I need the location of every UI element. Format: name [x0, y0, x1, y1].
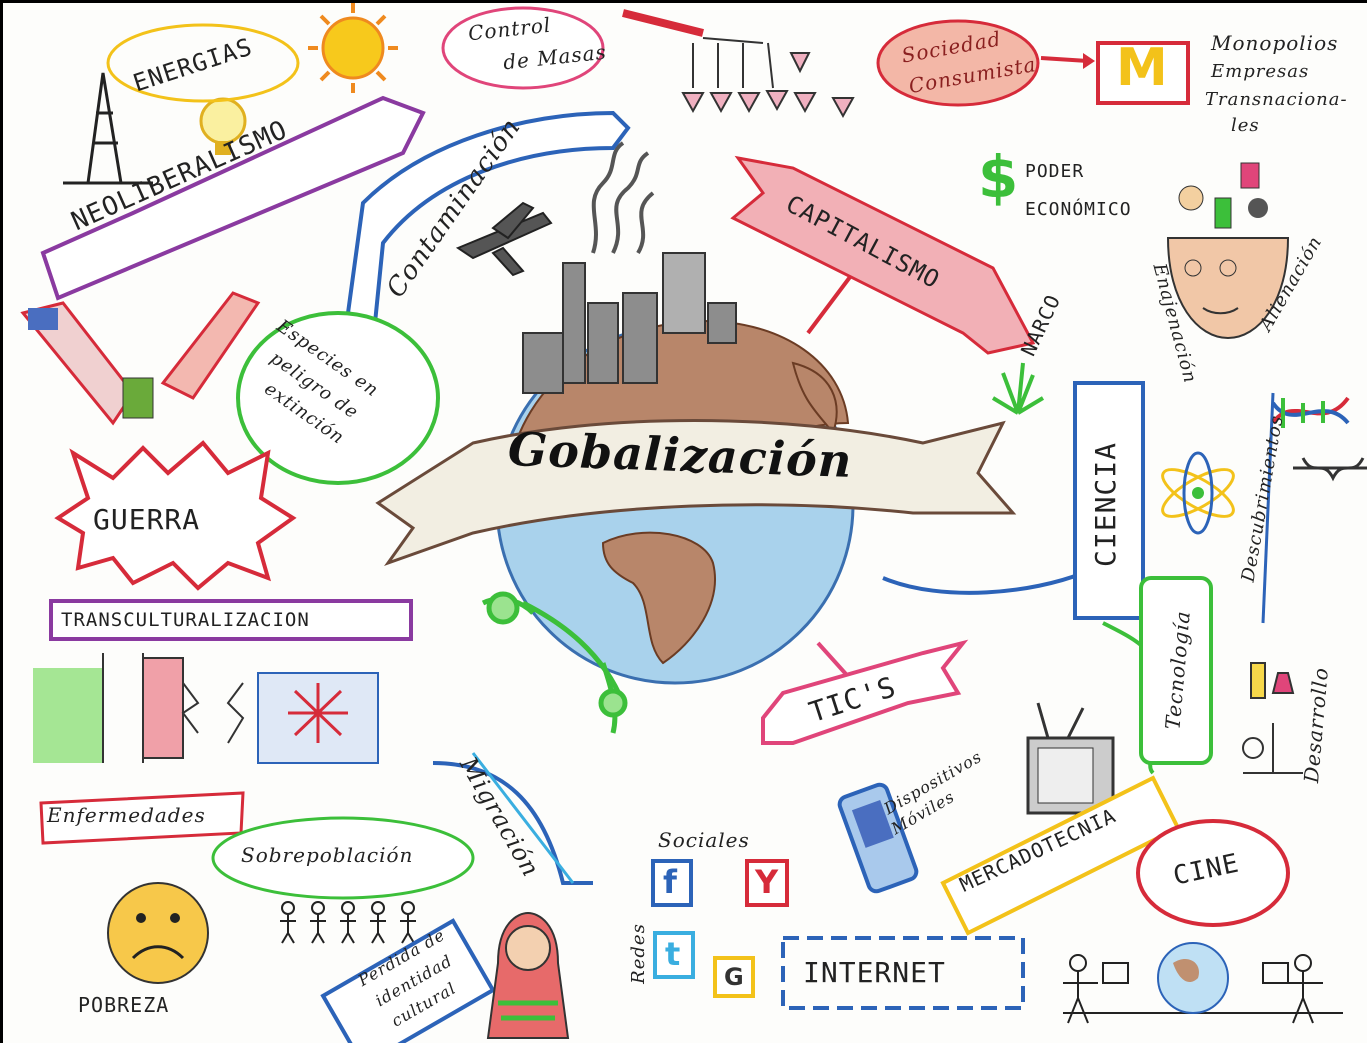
city-skyline-icon [522, 252, 737, 394]
people-icon [280, 901, 416, 944]
girl-icon [486, 911, 570, 1039]
alienated-head-icon [1166, 162, 1290, 340]
especies-cloud [236, 311, 440, 485]
monopolios-line4: les [1231, 115, 1260, 136]
twitter-icon: t [665, 935, 682, 973]
caduceus-icon [1293, 457, 1367, 482]
mobile-phone-icon [837, 782, 919, 894]
capitalismo-ribbon [730, 155, 1036, 355]
cine-cloud [1136, 819, 1290, 927]
sun-icon [308, 3, 398, 93]
m-logo-box [1096, 41, 1190, 105]
energias-cloud [106, 23, 300, 103]
dna-icon [1261, 392, 1350, 624]
monopolios-line1: Monopolios [1211, 31, 1339, 55]
neoliberalismo-ribbon [40, 95, 426, 301]
monopolios-line3: Transnaciona- [1205, 89, 1348, 110]
handshake-flag-icon [20, 291, 261, 426]
dollar-icon: $ [978, 143, 1020, 211]
internet-users-icon [1063, 954, 1343, 1024]
internet-label: INTERNET [803, 956, 946, 989]
flags-faces-icon [33, 653, 379, 764]
guerra-label: GUERRA [93, 503, 201, 536]
tv-icon [1026, 702, 1115, 815]
airplane-icon [455, 201, 553, 277]
perdida-box [320, 918, 496, 1043]
tecnologia-box [1139, 576, 1213, 765]
smoke-icon [591, 141, 655, 255]
m-logo: M [1116, 38, 1169, 98]
ciencia-label: CIENCIA [1089, 441, 1123, 568]
enfermedades-label: Enfermedades [47, 803, 206, 827]
social-icons [651, 859, 789, 998]
sociales-label: Sociales [658, 828, 750, 852]
sad-face-icon [107, 882, 209, 984]
transculturalizacion-label: TRANSCULTURALIZACION [61, 609, 310, 631]
control-masas-cloud [441, 6, 605, 90]
monopolios-line2: Empresas [1211, 61, 1310, 82]
guerra-explosion [54, 440, 297, 591]
facebook-icon: f [663, 863, 678, 901]
tics-ribbon [761, 639, 969, 745]
poder-line2: ECONÓMICO [1025, 199, 1132, 220]
contaminacion-ribbon [345, 110, 631, 326]
google-icon: G [724, 963, 745, 991]
atom-icon [1161, 451, 1235, 535]
redes-label: Redes [627, 923, 649, 984]
internet-box [781, 936, 1025, 1010]
puppets-icon [622, 9, 855, 119]
transculturalizacion-box [49, 599, 413, 641]
lab-icon [1242, 662, 1303, 774]
ciencia-box [1073, 381, 1145, 620]
youtube-icon: Y [755, 863, 780, 901]
plant-icon [481, 591, 628, 734]
poder-line1: PODER [1025, 161, 1085, 182]
pobreza-label: POBREZA [78, 993, 170, 1017]
narco-plant-icon [991, 362, 1045, 415]
mind-map-drawing [20, 3, 1367, 1043]
oil-derrick-icon [63, 72, 153, 185]
arrow-consumista [1040, 56, 1089, 63]
sobrepoblacion-cloud [211, 816, 475, 900]
title-banner [375, 419, 1017, 566]
light-bulb-icon [199, 97, 247, 155]
sociedad-consumista-bubble [876, 19, 1040, 107]
small-globe-icon [1157, 942, 1229, 1014]
sobrepoblacion-label: Sobrepoblación [241, 843, 414, 867]
migracion-ribbon [432, 761, 593, 885]
